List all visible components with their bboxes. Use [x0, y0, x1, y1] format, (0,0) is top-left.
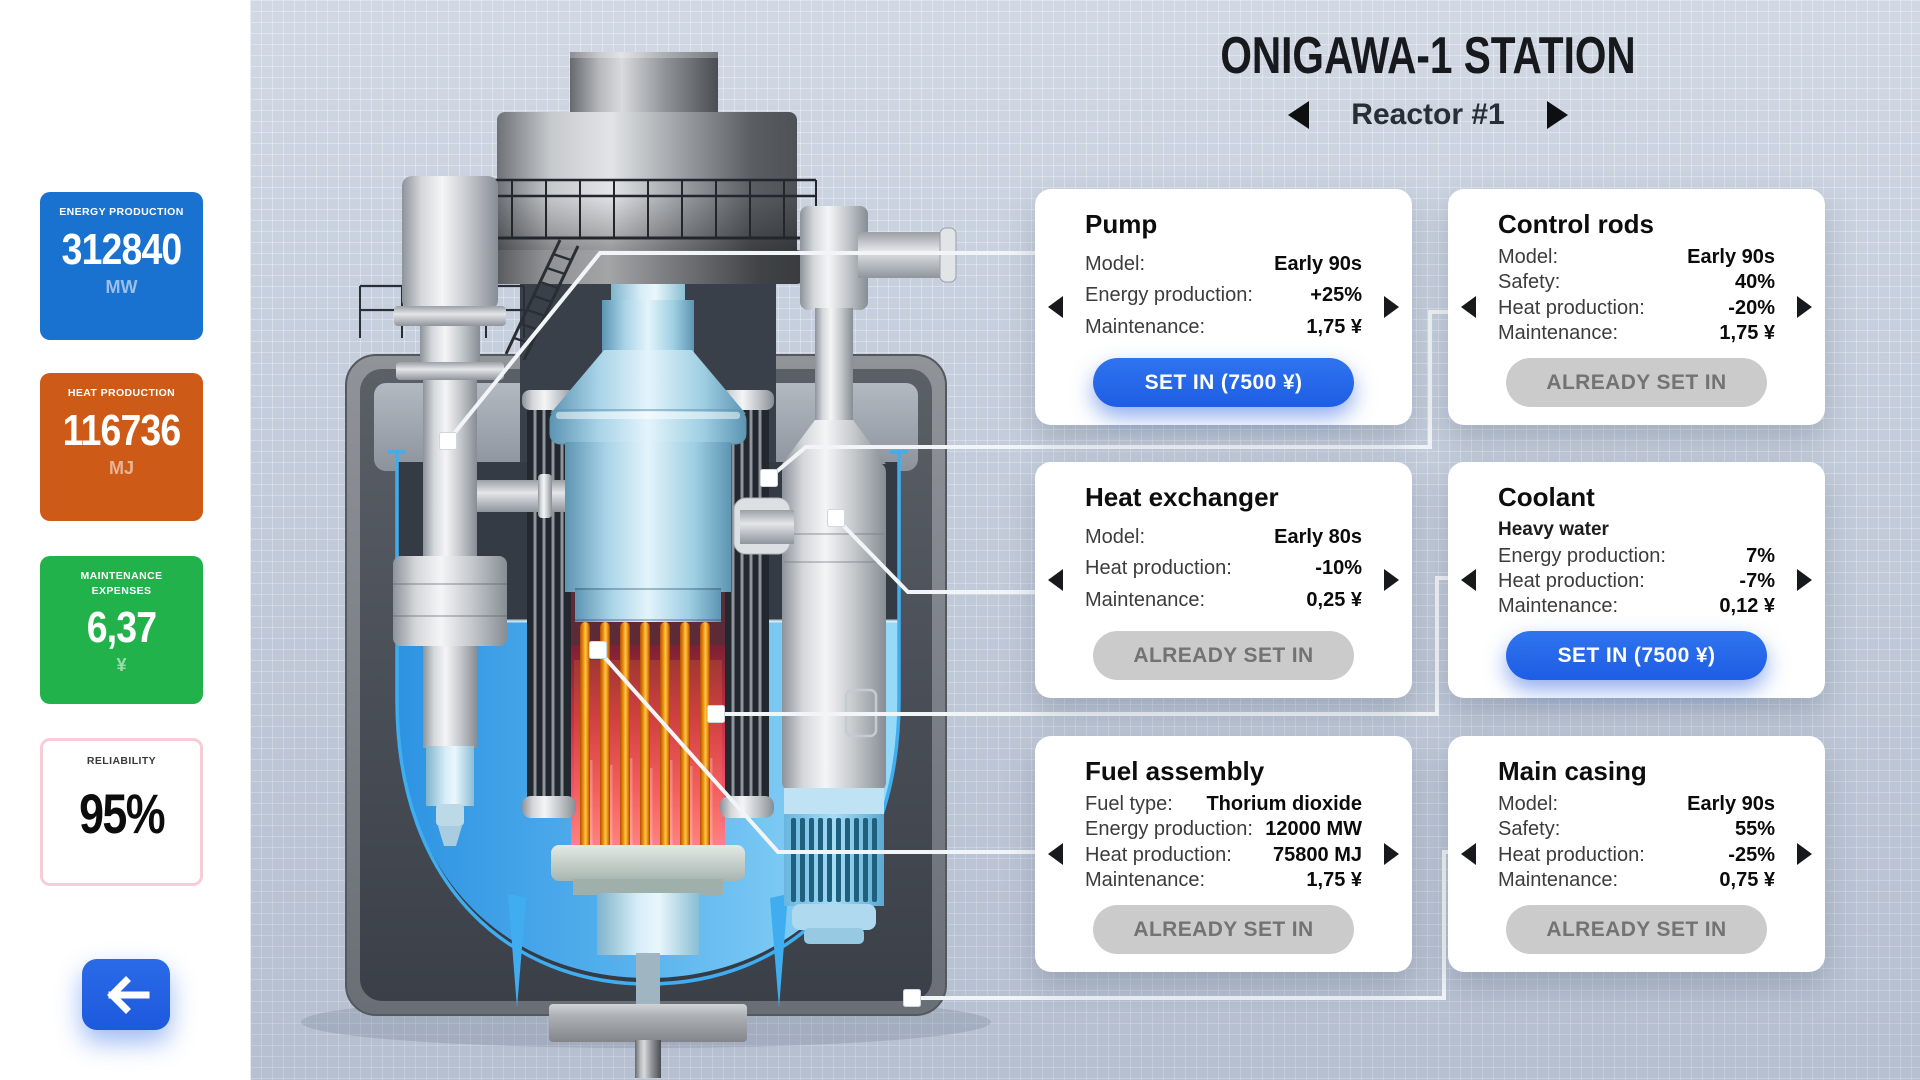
- card-heat-exchanger: Heat exchanger Model:Early 80s Heat prod…: [1035, 462, 1412, 698]
- already-set-in-button[interactable]: ALREADY SET IN: [1093, 905, 1354, 954]
- card-title: Heat exchanger: [1085, 482, 1279, 512]
- prev-option-icon[interactable]: [1048, 296, 1063, 318]
- spec-row: Safety:55%: [1498, 818, 1775, 841]
- stat-value: 95%: [79, 781, 165, 845]
- spec-row: Heat production:75800 MJ: [1085, 843, 1362, 866]
- stat-maintenance-expenses: MAINTENANCE EXPENSES 6,37 ¥: [40, 556, 203, 704]
- stat-unit: ¥: [116, 655, 127, 676]
- stat-label: HEAT PRODUCTION: [67, 387, 176, 399]
- spec-row: Maintenance:0,12 ¥: [1498, 595, 1775, 617]
- station-title: ONIGAWA-1 STATION: [1220, 27, 1636, 85]
- spec-row: Maintenance:1,75 ¥: [1498, 321, 1775, 344]
- card-title: Fuel assembly: [1085, 756, 1265, 786]
- set-in-button[interactable]: SET IN (7500 ¥): [1506, 631, 1767, 680]
- card-coolant: Coolant Heavy water Energy production:7%…: [1448, 462, 1825, 698]
- stat-energy-production: ENERGY PRODUCTION 312840 MW: [40, 192, 203, 340]
- next-option-icon[interactable]: [1384, 569, 1399, 591]
- stat-unit: MJ: [108, 457, 134, 478]
- card-title: Main casing: [1498, 756, 1647, 786]
- card-control-rods: Control rods Model:Early 90s Safety:40% …: [1448, 189, 1825, 425]
- card-fuel-assembly: Fuel assembly Fuel type:Thorium dioxide …: [1035, 736, 1412, 972]
- card-pump: Pump Model:Early 90s Energy production:+…: [1035, 189, 1412, 425]
- next-option-icon[interactable]: [1384, 296, 1399, 318]
- next-option-icon[interactable]: [1797, 569, 1812, 591]
- already-set-in-button[interactable]: ALREADY SET IN: [1506, 358, 1767, 407]
- stat-value: 312840: [61, 224, 183, 274]
- prev-option-icon[interactable]: [1048, 843, 1063, 865]
- already-set-in-button[interactable]: ALREADY SET IN: [1506, 905, 1767, 954]
- spec-row: Energy production:12000 MW: [1085, 818, 1362, 841]
- stat-label: RELIABILITY: [86, 755, 157, 767]
- stat-heat-production: HEAT PRODUCTION 116736 MJ: [40, 373, 203, 521]
- spec-row: Maintenance:0,75 ¥: [1498, 868, 1775, 891]
- set-in-button[interactable]: SET IN (7500 ¥): [1093, 358, 1354, 407]
- spec-row: Maintenance:1,75 ¥: [1085, 868, 1362, 891]
- stat-value: 6,37: [86, 603, 157, 653]
- spec-row: Heat production:-10%: [1085, 557, 1362, 579]
- spec-row: Model:Early 90s: [1498, 246, 1775, 269]
- card-title: Pump: [1085, 209, 1158, 239]
- spec-row: Model:Early 80s: [1085, 525, 1362, 548]
- already-set-in-button[interactable]: ALREADY SET IN: [1093, 631, 1354, 680]
- back-button[interactable]: [82, 959, 170, 1030]
- next-option-icon[interactable]: [1797, 296, 1812, 318]
- next-reactor-icon[interactable]: [1546, 101, 1568, 129]
- stat-label: ENERGY PRODUCTION: [59, 206, 184, 218]
- sidebar: ENERGY PRODUCTION 312840 MW HEAT PRODUCT…: [0, 0, 251, 1080]
- spec-row: Maintenance:1,75 ¥: [1085, 315, 1362, 338]
- prev-option-icon[interactable]: [1461, 569, 1476, 591]
- next-option-icon[interactable]: [1384, 843, 1399, 865]
- spec-row: Safety:40%: [1498, 271, 1775, 294]
- previous-reactor-icon[interactable]: [1288, 101, 1310, 129]
- stat-unit: MW: [105, 276, 138, 297]
- prev-option-icon[interactable]: [1461, 296, 1476, 318]
- spec-row: Fuel type:Thorium dioxide: [1085, 793, 1362, 816]
- spec-row: Maintenance:0,25 ¥: [1085, 588, 1362, 611]
- prev-option-icon[interactable]: [1461, 843, 1476, 865]
- reactor-label: Reactor #1: [1351, 98, 1505, 131]
- reactor-selector: Reactor #1: [1032, 98, 1824, 132]
- card-title: Control rods: [1498, 209, 1654, 239]
- stat-reliability: RELIABILITY 95%: [40, 738, 203, 886]
- spec-row: Model:Early 90s: [1498, 793, 1775, 816]
- stat-value: 116736: [62, 405, 181, 455]
- spec-row: Model:Early 90s: [1085, 252, 1362, 275]
- back-arrow-icon: [107, 975, 150, 1014]
- spec-row: Heat production:-20%: [1498, 296, 1775, 319]
- spec-row: Energy production:7%: [1498, 545, 1775, 567]
- prev-option-icon[interactable]: [1048, 569, 1063, 591]
- next-option-icon[interactable]: [1797, 843, 1812, 865]
- stat-label: MAINTENANCE EXPENSES: [80, 570, 163, 597]
- spec-row: Energy production:+25%: [1085, 284, 1362, 306]
- card-subtitle: Heavy water: [1498, 519, 1609, 540]
- card-main-casing: Main casing Model:Early 90s Safety:55% H…: [1448, 736, 1825, 972]
- spec-row: Heat production:-25%: [1498, 843, 1775, 866]
- card-title: Coolant: [1498, 482, 1595, 512]
- spec-row: Heat production:-7%: [1498, 570, 1775, 592]
